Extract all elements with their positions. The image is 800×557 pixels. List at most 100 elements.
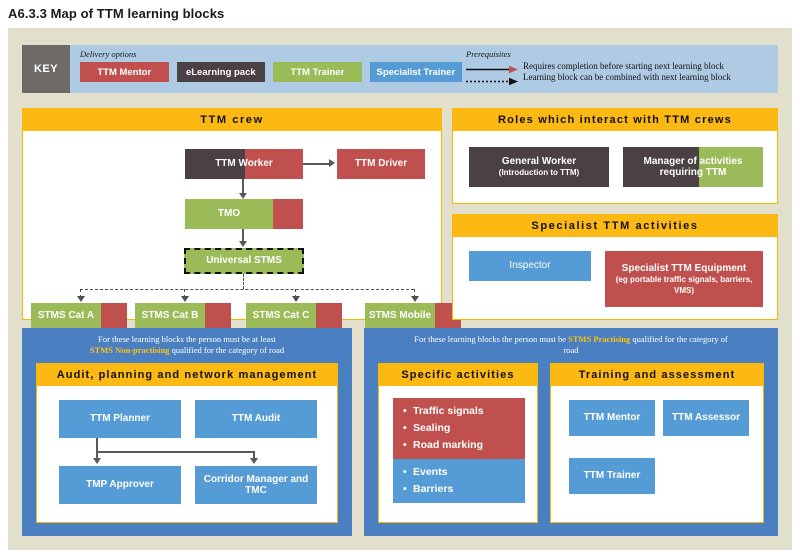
dotted-arrow-icon <box>466 73 518 85</box>
panel-ttm-crew-title: TTM crew <box>23 109 441 131</box>
specific-activities-list: Traffic signals Sealing Road marking Eve… <box>393 398 525 508</box>
node-stms-cat-c-label: STMS Cat C <box>252 310 310 322</box>
node-ttm-audit-label: TTM Audit <box>231 413 281 425</box>
arrowhead-branch-a <box>77 296 85 302</box>
panel-specific-activities-body: Traffic signals Sealing Road marking Eve… <box>379 386 537 522</box>
list-item: Traffic signals <box>403 403 517 420</box>
node-corridor-manager[interactable]: Corridor Manager and TMC <box>195 466 317 504</box>
key-delivery-options: Delivery options TTM Mentor eLearning pa… <box>70 45 463 93</box>
connector-planner-bus <box>96 451 254 453</box>
arrowhead-worker-tmo <box>239 193 247 199</box>
prerequisite-dotted-text: Learning block can be combined with next… <box>523 72 731 82</box>
node-tmp-approver-label: TMP Approver <box>86 479 154 491</box>
specific-activities-blue-group: Events Barriers <box>393 459 525 503</box>
node-stms-mobile-label: STMS Mobile <box>368 310 432 322</box>
connector-branch-a <box>80 289 81 298</box>
connector-approver-down <box>96 451 98 460</box>
page-title: A6.3.3 Map of TTM learning blocks <box>8 6 225 21</box>
node-ttm-driver[interactable]: TTM Driver <box>337 149 425 179</box>
panel-training-assessment: Training and assessment TTM Mentor TTM A… <box>550 363 764 523</box>
node-manager-activities[interactable]: Manager of activities requiring TTM <box>623 147 763 187</box>
arrowhead-branch-b <box>181 296 189 302</box>
node-stms-mobile[interactable]: STMS Mobile <box>365 303 461 329</box>
node-ttm-trainer[interactable]: TTM Trainer <box>569 458 655 494</box>
node-inspector[interactable]: Inspector <box>469 251 591 281</box>
key-chip-specialist-trainer: Specialist Trainer <box>369 62 463 82</box>
practising-note-highlight: STMS Practising <box>568 334 631 344</box>
key-prerequisites: Prerequisites Requires completion before… <box>462 45 778 93</box>
practising-note-line2: qualified for the category of road <box>563 334 728 355</box>
connector-worker-tmo <box>242 179 244 195</box>
audit-note-line2: qualified for the category of road <box>169 345 285 355</box>
node-general-worker[interactable]: General Worker (Introduction to TTM) <box>469 147 609 187</box>
node-ttm-trainer-label: TTM Trainer <box>583 470 641 482</box>
node-inspector-label: Inspector <box>509 260 551 272</box>
panel-audit-wrapper: For these learning blocks the person mus… <box>22 328 352 536</box>
node-universal-stms[interactable]: Universal STMS <box>184 248 304 274</box>
connector-planner-down <box>96 438 98 452</box>
node-ttm-assessor[interactable]: TTM Assessor <box>663 400 749 436</box>
node-manager-activities-label: Manager of activities requiring TTM <box>643 155 743 179</box>
list-item: Sealing <box>403 420 517 437</box>
connector-corridor-down <box>253 451 255 460</box>
node-specialist-equipment-label: Specialist TTM Equipment <box>621 262 747 274</box>
list-item: Barriers <box>403 481 517 498</box>
arrowhead-tmp-approver <box>93 458 101 464</box>
node-general-worker-label: General Worker <box>501 155 577 167</box>
key-chip-elearning-pack: eLearning pack <box>176 62 266 82</box>
panel-audit: Audit, planning and network management T… <box>36 363 338 523</box>
node-ttm-mentor-label: TTM Mentor <box>583 412 641 424</box>
solid-arrow-icon <box>466 61 518 74</box>
connector-branch-mobile <box>414 289 415 298</box>
specific-activities-red-group: Traffic signals Sealing Road marking <box>393 398 525 459</box>
node-tmo[interactable]: TMO <box>185 199 303 229</box>
node-specialist-equipment[interactable]: Specialist TTM Equipment (eg portable tr… <box>605 251 763 307</box>
node-stms-cat-a[interactable]: STMS Cat A <box>31 303 127 329</box>
node-ttm-mentor[interactable]: TTM Mentor <box>569 400 655 436</box>
node-ttm-planner-label: TTM Planner <box>89 413 150 425</box>
connector-branch-c <box>295 289 296 298</box>
key-chip-ttm-trainer: TTM Trainer <box>273 62 362 82</box>
prerequisite-dotted-row: Learning block can be combined with next… <box>466 72 778 85</box>
prerequisite-solid-text: Requires completion before starting next… <box>523 60 724 71</box>
connector-universal-trunk <box>243 274 244 289</box>
node-stms-cat-b[interactable]: STMS Cat B <box>135 303 231 329</box>
panel-training-assessment-title: Training and assessment <box>551 364 763 386</box>
audit-note-highlight: STMS Non-practising <box>89 345 170 355</box>
node-ttm-driver-label: TTM Driver <box>354 158 408 170</box>
panel-roles-title: Roles which interact with TTM crews <box>453 109 777 131</box>
connector-worker-driver <box>303 163 330 165</box>
panel-audit-title: Audit, planning and network management <box>37 364 337 386</box>
panel-specific-activities: Specific activities Traffic signals Seal… <box>378 363 538 523</box>
node-ttm-audit[interactable]: TTM Audit <box>195 400 317 438</box>
arrowhead-worker-driver <box>329 159 335 167</box>
list-item: Events <box>403 464 517 481</box>
panel-roles: Roles which interact with TTM crews Gene… <box>452 108 778 204</box>
node-ttm-planner[interactable]: TTM Planner <box>59 400 181 438</box>
panel-training-assessment-body: TTM Mentor TTM Assessor TTM Trainer <box>551 386 763 522</box>
node-stms-cat-a-label: STMS Cat A <box>37 310 95 322</box>
audit-qualification-note: For these learning blocks the person mus… <box>22 328 352 361</box>
key-chip-ttm-mentor: TTM Mentor <box>80 62 169 82</box>
node-tmo-label: TMO <box>217 208 241 220</box>
node-tmp-approver[interactable]: TMP Approver <box>59 466 181 504</box>
connector-universal-bus <box>80 289 414 290</box>
panel-ttm-crew-body: TTM Worker TTM Driver TMO <box>23 131 461 329</box>
panel-specialist-body: Inspector Specialist TTM Equipment (eg p… <box>453 237 777 319</box>
key-badge: KEY <box>22 45 70 93</box>
node-stms-cat-b-label: STMS Cat B <box>141 310 199 322</box>
prerequisites-caption: Prerequisites <box>466 49 511 59</box>
arrowhead-branch-c <box>292 296 300 302</box>
arrowhead-corridor-manager <box>250 458 258 464</box>
key-legend: KEY Delivery options TTM Mentor eLearnin… <box>22 45 778 93</box>
node-stms-cat-c[interactable]: STMS Cat C <box>246 303 342 329</box>
prerequisite-solid-row: Requires completion before starting next… <box>466 60 778 74</box>
node-ttm-worker[interactable]: TTM Worker <box>185 149 303 179</box>
arrowhead-tmo-universal <box>239 241 247 247</box>
connector-branch-b <box>184 289 185 298</box>
node-ttm-worker-label: TTM Worker <box>215 158 273 170</box>
panel-specialist-title: Specialist TTM activities <box>453 215 777 237</box>
practising-qualification-note: For these learning blocks the person mus… <box>364 328 778 361</box>
practising-note-line1: For these learning blocks the person mus… <box>414 334 569 344</box>
node-specialist-equipment-sublabel: (eg portable traffic signals, barriers, … <box>615 274 753 295</box>
